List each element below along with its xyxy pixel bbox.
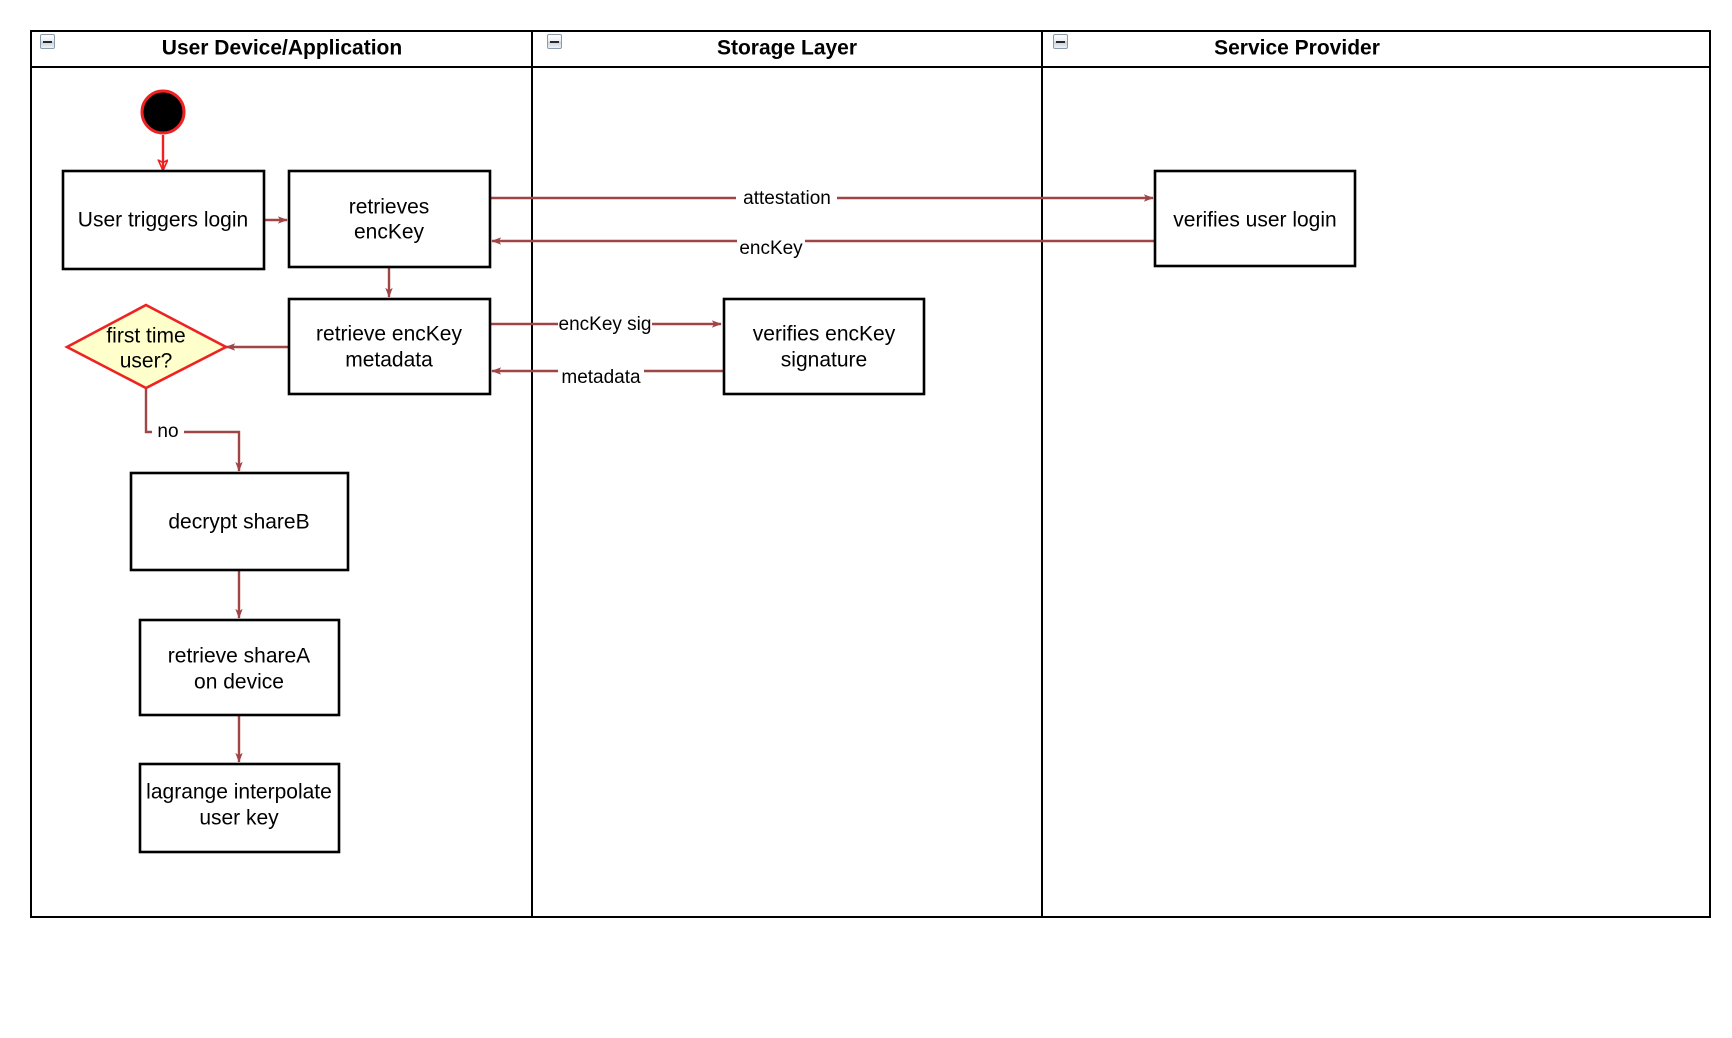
edge-firsttime-to-decrypt [144, 385, 243, 472]
node-label-sharea-line1: retrieve shareA [168, 645, 310, 668]
edge-label-bg-metadata [558, 367, 644, 389]
collapse-minus-icon-provider[interactable] [1053, 34, 1068, 49]
edge-label-layer: attestation encKey encKey sig metadata n… [152, 187, 837, 443]
node-initial[interactable] [140, 89, 186, 135]
node-label-verifysig-line2: signature [781, 349, 867, 372]
node-box-retrieves[interactable] [287, 169, 492, 269]
collapse-minus-icon-storage[interactable] [547, 34, 562, 49]
node-retrieve-enckey-metadata[interactable]: retrieve encKey metadata [287, 297, 492, 396]
node-label-firsttime-line1: first time [106, 325, 185, 348]
node-box-trigger[interactable] [61, 169, 266, 271]
node-label-decrypt-line1: decrypt shareB [168, 511, 309, 534]
node-verifies-user-login[interactable]: verifies user login [1153, 169, 1357, 268]
lane-title-storage: Storage Layer [717, 37, 857, 60]
initial-node-circle[interactable] [140, 89, 186, 135]
node-label-lagrange-line2: user key [199, 807, 279, 830]
node-label-verifylogin-line1: verifies user login [1173, 209, 1336, 232]
lane-title-user: User Device/Application [162, 37, 402, 60]
edge-label-bg-enckeysig [558, 314, 652, 336]
node-label-sharea-line2: on device [194, 671, 284, 694]
node-decrypt-shareb[interactable]: decrypt shareB [129, 471, 350, 572]
node-box-sharea[interactable] [138, 618, 341, 717]
node-user-triggers-login[interactable]: User triggers login [61, 169, 266, 271]
edge-label-metadata: metadata [561, 367, 641, 388]
edge-label-bg-no [152, 421, 184, 443]
node-diamond-firsttime[interactable] [64, 303, 229, 390]
node-label-verifysig-line1: verifies encKey [753, 323, 896, 346]
lane-title-provider: Service Provider [1214, 37, 1380, 60]
node-first-time-user[interactable]: first time user? [64, 303, 229, 390]
edge-label-bg-enckey [737, 238, 805, 260]
node-label-retrieves-line1: retrieves [349, 196, 430, 219]
node-label-trigger-line1: User triggers login [78, 209, 248, 232]
edge-label-bg-attestation [736, 187, 837, 209]
node-box-metadata[interactable] [287, 297, 492, 396]
node-label-metadata-line2: metadata [345, 349, 433, 372]
node-box-verifylogin[interactable] [1153, 169, 1357, 268]
node-label-metadata-line1: retrieve encKey [316, 323, 462, 346]
node-label-retrieves-line2: encKey [354, 221, 425, 244]
node-label-firsttime-line2: user? [120, 350, 173, 373]
node-box-decrypt[interactable] [129, 471, 350, 572]
edge-label-enckey: encKey [739, 238, 803, 259]
node-verifies-enckey-signature[interactable]: verifies encKey signature [722, 297, 926, 396]
node-box-verifysig[interactable] [722, 297, 926, 396]
node-label-lagrange-line1: lagrange interpolate [146, 781, 332, 804]
edge-label-enckey-sig: encKey sig [559, 314, 652, 335]
node-retrieves-enckey[interactable]: retrieves encKey [287, 169, 492, 269]
node-lagrange-interpolate[interactable]: lagrange interpolate user key [138, 762, 341, 854]
node-box-lagrange[interactable] [138, 762, 341, 854]
node-retrieve-sharea[interactable]: retrieve shareA on device [138, 618, 341, 717]
edge-label-no: no [157, 421, 178, 442]
collapse-minus-icon-user[interactable] [40, 34, 55, 49]
edge-label-attestation: attestation [743, 188, 831, 209]
